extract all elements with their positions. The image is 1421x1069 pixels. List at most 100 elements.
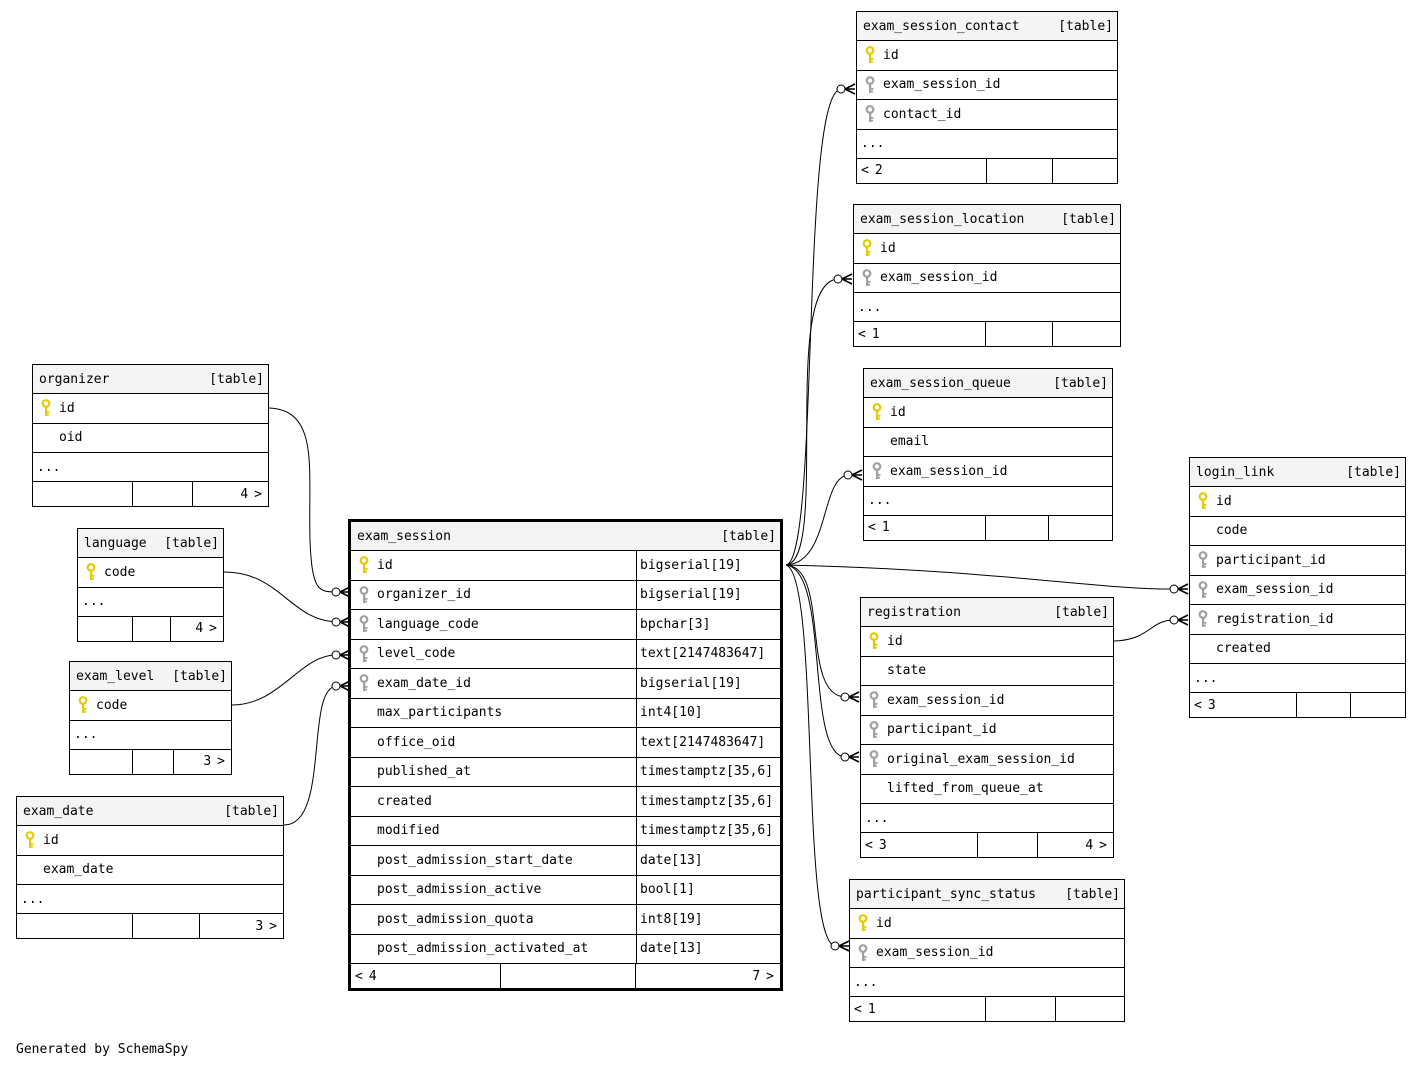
- more-columns-ellipsis[interactable]: ...: [17, 885, 283, 914]
- more-columns-ellipsis[interactable]: ...: [78, 588, 223, 617]
- children-count[interactable]: [17, 914, 133, 938]
- children-count[interactable]: <1: [864, 515, 986, 540]
- primary-key-icon: [865, 46, 875, 64]
- column-row[interactable]: lifted_from_queue_at: [861, 775, 1113, 804]
- column-row[interactable]: code: [70, 691, 231, 721]
- column-row[interactable]: code: [1190, 517, 1405, 546]
- column-row[interactable]: id: [864, 398, 1112, 428]
- children-count[interactable]: <2: [857, 158, 987, 183]
- more-columns-ellipsis[interactable]: ...: [850, 968, 1124, 997]
- column-row[interactable]: participant_id: [1190, 546, 1405, 576]
- parents-count[interactable]: [1049, 516, 1112, 540]
- column-row[interactable]: exam_session_id: [857, 71, 1117, 100]
- table-name[interactable]: exam_date: [23, 803, 94, 819]
- table-name[interactable]: login_link: [1196, 464, 1275, 480]
- children-count[interactable]: [70, 749, 133, 774]
- column-row[interactable]: exam_date: [17, 856, 283, 885]
- children-count[interactable]: [78, 616, 133, 641]
- column-row[interactable]: id: [17, 826, 283, 856]
- table-name[interactable]: participant_sync_status: [856, 886, 1037, 902]
- column-row[interactable]: exam_session_id: [850, 939, 1124, 968]
- children-count[interactable]: [33, 482, 133, 506]
- children-count[interactable]: <3: [861, 833, 978, 857]
- more-columns-ellipsis[interactable]: ...: [864, 487, 1112, 516]
- parents-count[interactable]: 4>: [171, 617, 223, 641]
- column-row[interactable]: exam_session_id: [861, 686, 1113, 716]
- column-row[interactable]: id: [861, 627, 1113, 657]
- column-row[interactable]: code: [78, 558, 223, 588]
- more-columns-ellipsis[interactable]: ...: [857, 130, 1117, 159]
- column-row[interactable]: created: [1190, 635, 1405, 664]
- table-name[interactable]: exam_session_contact: [863, 18, 1020, 34]
- table-name[interactable]: exam_session_queue: [870, 375, 1011, 391]
- column-row[interactable]: state: [861, 657, 1113, 686]
- table-language[interactable]: language[table]code...4>: [77, 528, 224, 642]
- parents-count[interactable]: [1056, 997, 1124, 1021]
- column-row[interactable]: contact_id: [857, 100, 1117, 130]
- column-row[interactable]: original_exam_session_id: [861, 745, 1113, 775]
- table-name[interactable]: organizer: [39, 371, 110, 387]
- table-name[interactable]: exam_level: [76, 668, 155, 684]
- parents-count[interactable]: 7>: [636, 964, 780, 988]
- parents-count[interactable]: [1053, 322, 1120, 346]
- children-count[interactable]: <1: [850, 997, 986, 1021]
- more-columns-ellipsis[interactable]: ...: [854, 293, 1120, 322]
- column-row[interactable]: oid: [33, 424, 268, 453]
- parents-count[interactable]: [1053, 159, 1117, 183]
- table-name[interactable]: language: [84, 535, 147, 551]
- column-row[interactable]: email: [864, 428, 1112, 457]
- column-row[interactable]: id: [857, 41, 1117, 71]
- column-row[interactable]: participant_id: [861, 716, 1113, 745]
- parents-count[interactable]: 4>: [1038, 833, 1113, 857]
- parents-count[interactable]: 3>: [174, 750, 231, 774]
- more-columns-ellipsis[interactable]: ...: [33, 453, 268, 482]
- children-count[interactable]: <1: [854, 322, 986, 346]
- more-columns-ellipsis[interactable]: ...: [70, 721, 231, 750]
- column-row[interactable]: id: [854, 234, 1120, 264]
- column-row[interactable]: id: [33, 394, 268, 424]
- column-row[interactable]: exam_session_id: [864, 457, 1112, 487]
- zero-cardinality-marker: [840, 752, 850, 762]
- more-columns-ellipsis[interactable]: ...: [1190, 664, 1405, 693]
- table-name[interactable]: exam_session_location: [860, 211, 1025, 227]
- table-name[interactable]: exam_session: [357, 528, 451, 544]
- parents-count[interactable]: [1351, 693, 1405, 717]
- column-row[interactable]: id: [850, 909, 1124, 939]
- parents-arrow: >: [217, 754, 225, 769]
- parents-count[interactable]: 3>: [200, 914, 283, 938]
- table-type-label: [table]: [721, 528, 776, 544]
- children-count[interactable]: <3: [1190, 693, 1297, 717]
- column-row[interactable]: registration_id: [1190, 605, 1405, 635]
- more-columns-ellipsis[interactable]: ...: [861, 804, 1113, 833]
- children-count[interactable]: <4: [351, 964, 501, 988]
- parents-count[interactable]: 4>: [193, 482, 268, 506]
- column-row[interactable]: exam_session_id: [854, 264, 1120, 293]
- table-exam-level[interactable]: exam_level[table]code...3>: [69, 661, 232, 775]
- column-row[interactable]: exam_session_id: [1190, 576, 1405, 605]
- table-name[interactable]: registration: [867, 604, 961, 620]
- column-row[interactable]: id: [1190, 487, 1405, 517]
